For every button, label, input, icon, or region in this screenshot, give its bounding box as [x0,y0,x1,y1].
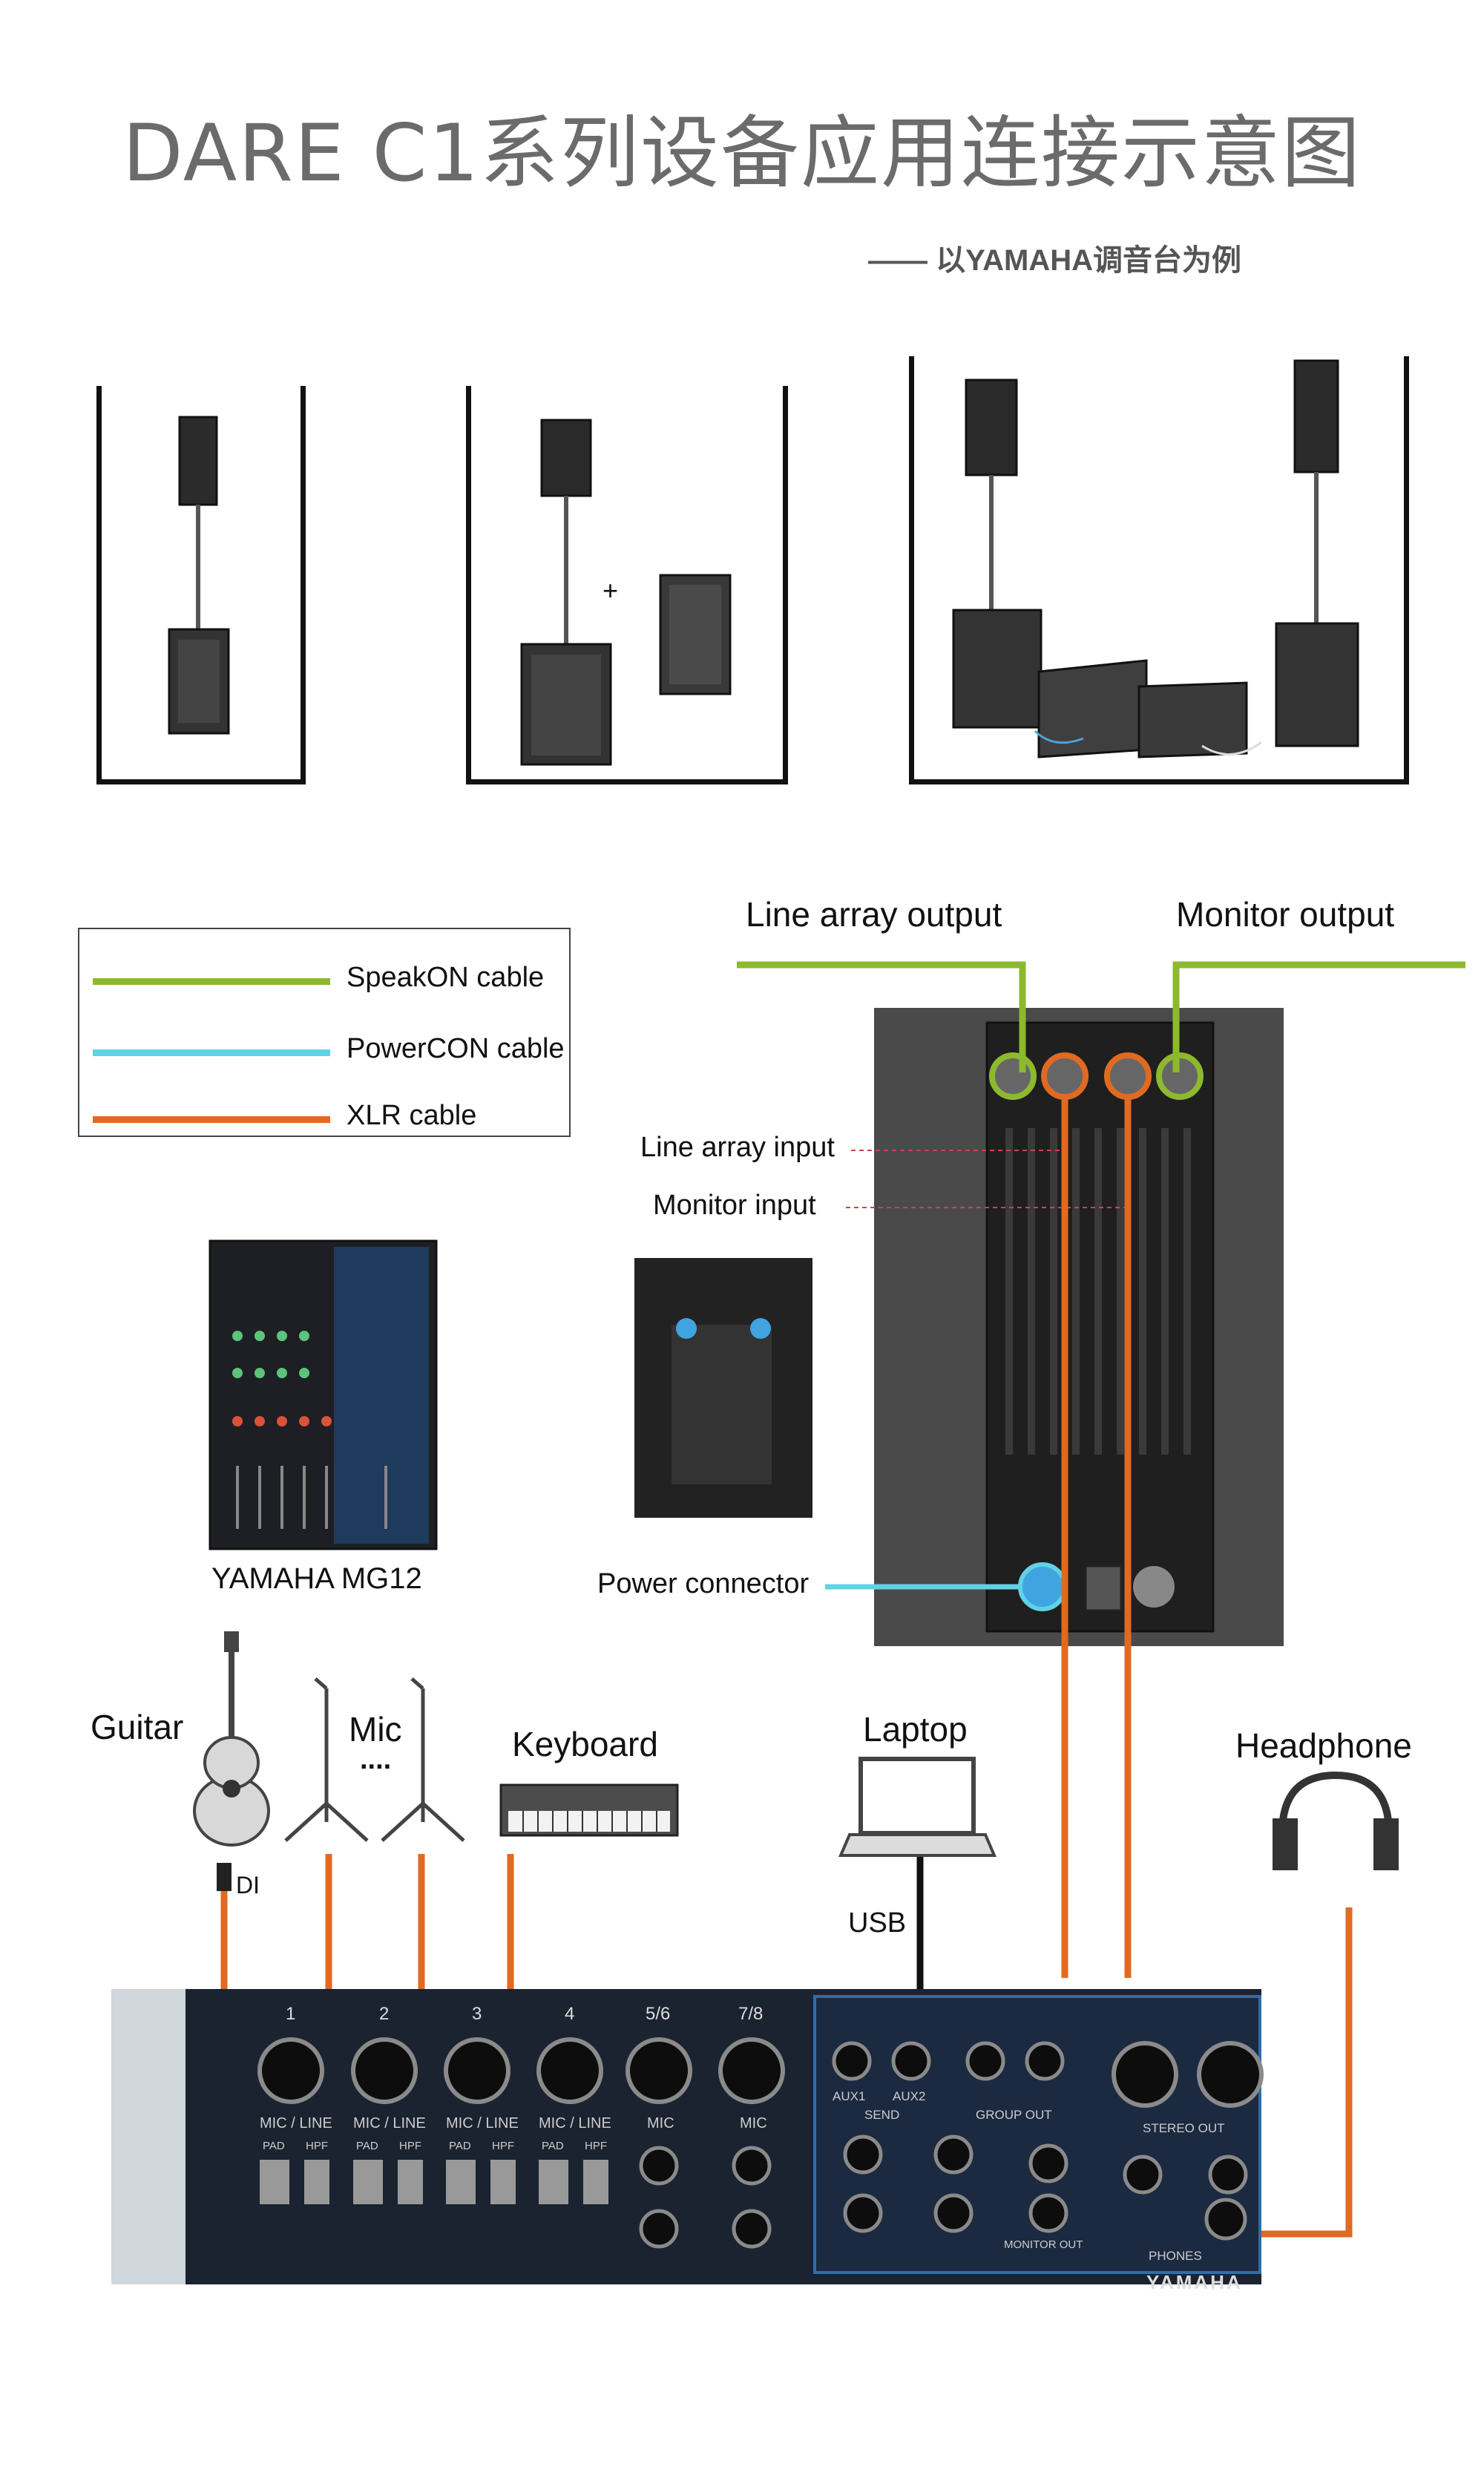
guitar-label: Guitar [91,1708,184,1746]
legend-speakon-label: SpeakON cable [347,962,545,993]
console-ch3-pad: PAD [449,2140,471,2152]
legend-xlr-label: XLR cable [347,1100,477,1131]
setup-frame-dual [466,386,788,784]
console-stereo-out: STEREO OUT [1143,2121,1225,2135]
console-group-out: GROUP OUT [976,2108,1052,2122]
di-label: DI [236,1872,260,1898]
headphone-label: Headphone [1235,1726,1412,1765]
setup-plus-sign: + [603,575,619,606]
power-connector-label: Power connector [597,1568,810,1599]
console-ch56-type: MIC [647,2115,674,2132]
console-monitor-out: MONITOR OUT [1004,2238,1083,2251]
console-ch4-hpf: HPF [585,2140,607,2152]
legend-speakon-swatch [93,978,330,985]
monitor-input-label: Monitor input [653,1190,816,1221]
console-ch3-number: 3 [472,2004,482,2024]
console-ch3-hpf: HPF [492,2140,514,2152]
setup-single-illustration [168,359,1359,766]
line-array-input-label: Line array input [640,1132,835,1163]
console-ch2-hpf: HPF [399,2140,421,2152]
console-ch78-number: 7/8 [738,2004,764,2024]
console-ch3-type: MIC / LINE [446,2115,519,2132]
console-ch56-number: 5/6 [646,2004,671,2024]
console-ch2-pad: PAD [356,2140,378,2152]
console-ch1-pad: PAD [263,2140,285,2152]
console-ch78-type: MIC [740,2115,767,2132]
keyboard-icon [499,1783,679,1837]
console-aux2: AUX2 [893,2089,926,2103]
console-ch2-number: 2 [379,2004,390,2024]
monitor-output-label: Monitor output [1176,895,1395,934]
console-ch4-pad: PAD [542,2140,564,2152]
keyboard-label: Keyboard [512,1725,658,1763]
console-ch4-number: 4 [565,2004,575,2024]
legend-powercon-label: PowerCON cable [347,1033,565,1064]
usb-label: USB [848,1907,907,1939]
guitar-icon [193,1631,270,1891]
page-title: DARE C1系列设备应用连接示意图 [122,108,1362,199]
legend-powercon-swatch [93,1049,330,1056]
console-ch1-hpf: HPF [306,2140,328,2152]
console-ch1-type: MIC / LINE [260,2115,332,2132]
mic-stand-icon [284,1677,465,1842]
console-aux1: AUX1 [833,2089,866,2103]
cable-legend: SpeakON cable PowerCON cable XLR cable [78,928,571,1137]
headphone-icon [1273,1771,1399,1870]
page-subtitle: —— 以YAMAHA调音台为例 [868,244,1241,277]
console-ch1-number: 1 [286,2004,296,2024]
console-ch2-type: MIC / LINE [353,2115,426,2132]
mic-label: Mic [349,1710,402,1749]
setup-frame-full [909,356,1409,784]
setup-frame-single [96,386,306,784]
mic-more-label: .... [360,1744,392,1775]
line-array-output-label: Line array output [746,895,1002,934]
console-send: SEND [864,2108,900,2122]
mixer-thumbnail [209,1239,438,1550]
console-brand: YAMAHA [1146,2271,1243,2293]
console-phones: PHONES [1149,2249,1202,2263]
console-ch4-type: MIC / LINE [539,2115,611,2132]
laptop-icon [838,1757,997,1857]
legend-xlr-swatch [93,1116,330,1123]
laptop-label: Laptop [863,1710,968,1749]
mixer-model-label: YAMAHA MG12 [211,1562,422,1595]
